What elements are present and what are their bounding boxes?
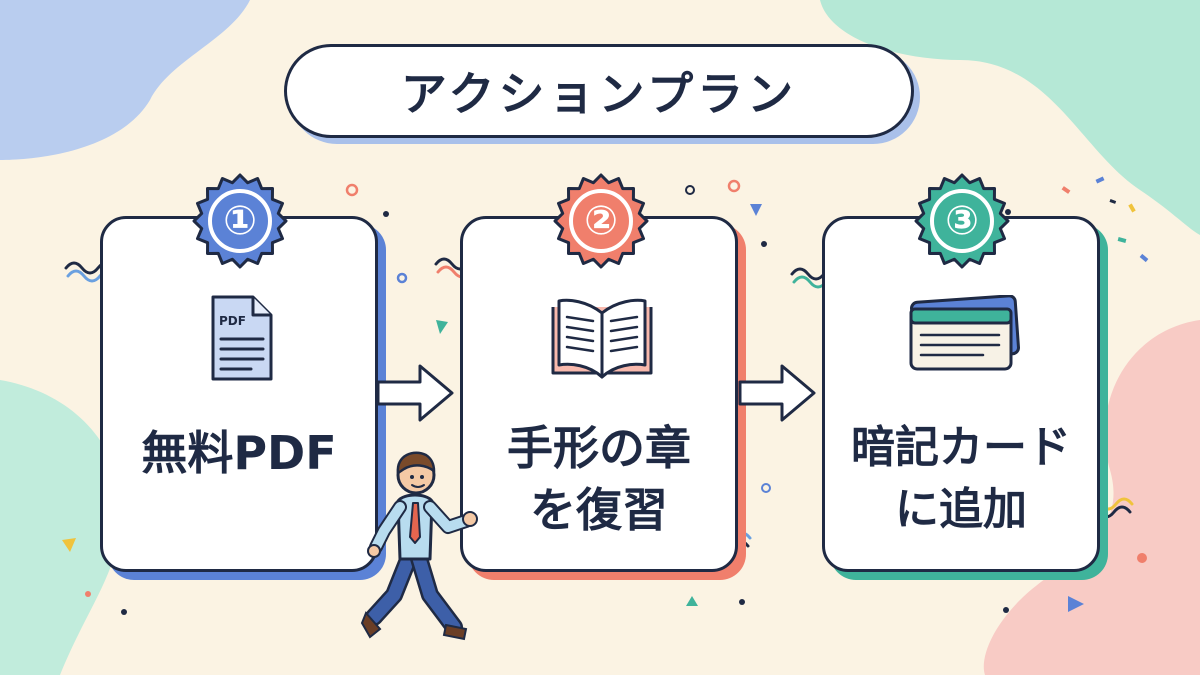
step-number-1: ①	[223, 198, 257, 244]
step-label-3: 暗記カード に追加	[851, 422, 1071, 535]
right-arrow-icon	[738, 364, 816, 422]
flashcard-stack-icon	[909, 295, 1020, 371]
step-label-2: 手形の章 を復習	[507, 421, 691, 537]
step-number-2: ②	[584, 198, 618, 244]
step-badge-1: ①	[191, 172, 289, 270]
page-title: アクションプラン	[400, 67, 798, 121]
step-badge-2: ②	[552, 172, 650, 270]
step-number-3: ③	[945, 198, 979, 244]
step-label-1: 無料PDF	[141, 426, 337, 480]
step-badge-3: ③	[913, 172, 1011, 270]
open-book-icon	[551, 298, 653, 379]
running-businessman-illustration	[360, 451, 478, 641]
step-card-3: 暗記カード に追加	[822, 216, 1100, 572]
pdf-document-icon: PDF	[211, 295, 273, 381]
right-arrow-icon	[376, 364, 454, 422]
step-card-1: PDF 無料PDF	[100, 216, 378, 572]
step-card-2: 手形の章 を復習	[460, 216, 738, 572]
title-banner: アクションプラン	[284, 44, 914, 138]
pdf-icon-label: PDF	[219, 314, 246, 328]
